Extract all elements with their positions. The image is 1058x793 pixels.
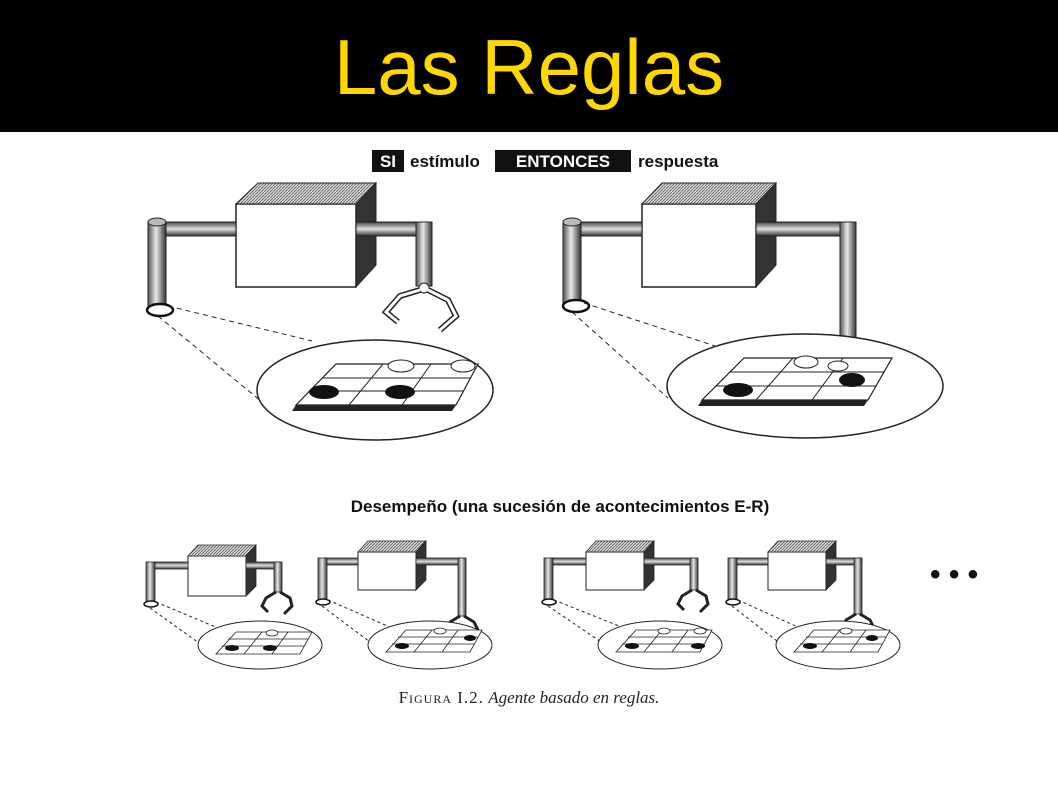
rule-entonces: ENTONCES [516, 152, 610, 171]
rule-respuesta: respuesta [638, 152, 719, 171]
performance-label: Desempeño (una sucesión de acontecimient… [351, 497, 769, 516]
small-agent-2 [315, 539, 493, 670]
caption-figure-number: Figura I.2. [398, 688, 484, 707]
slide-title: Las Reglas [333, 23, 725, 111]
agent-response [561, 181, 944, 439]
rule-header: SI estímulo ENTONCES respuesta [372, 150, 719, 172]
si-badge [372, 150, 404, 172]
title-bar [0, 0, 1058, 132]
figure-caption: Figura I.2. Agente basado en reglas. [0, 688, 1058, 708]
caption-text: Agente basado en reglas. [488, 688, 660, 707]
rule-si: SI [380, 152, 396, 171]
continuation-ellipsis: • • • [930, 558, 978, 591]
agent-stimulus [145, 181, 494, 441]
rule-estimulo: estímulo [410, 152, 480, 171]
small-agent-3 [541, 539, 723, 670]
rule-agent-figure: SI estímulo ENTONCES respuesta [143, 150, 978, 670]
entonces-badge [495, 150, 631, 172]
small-agent-4 [725, 539, 901, 670]
small-agent-1 [143, 543, 323, 670]
